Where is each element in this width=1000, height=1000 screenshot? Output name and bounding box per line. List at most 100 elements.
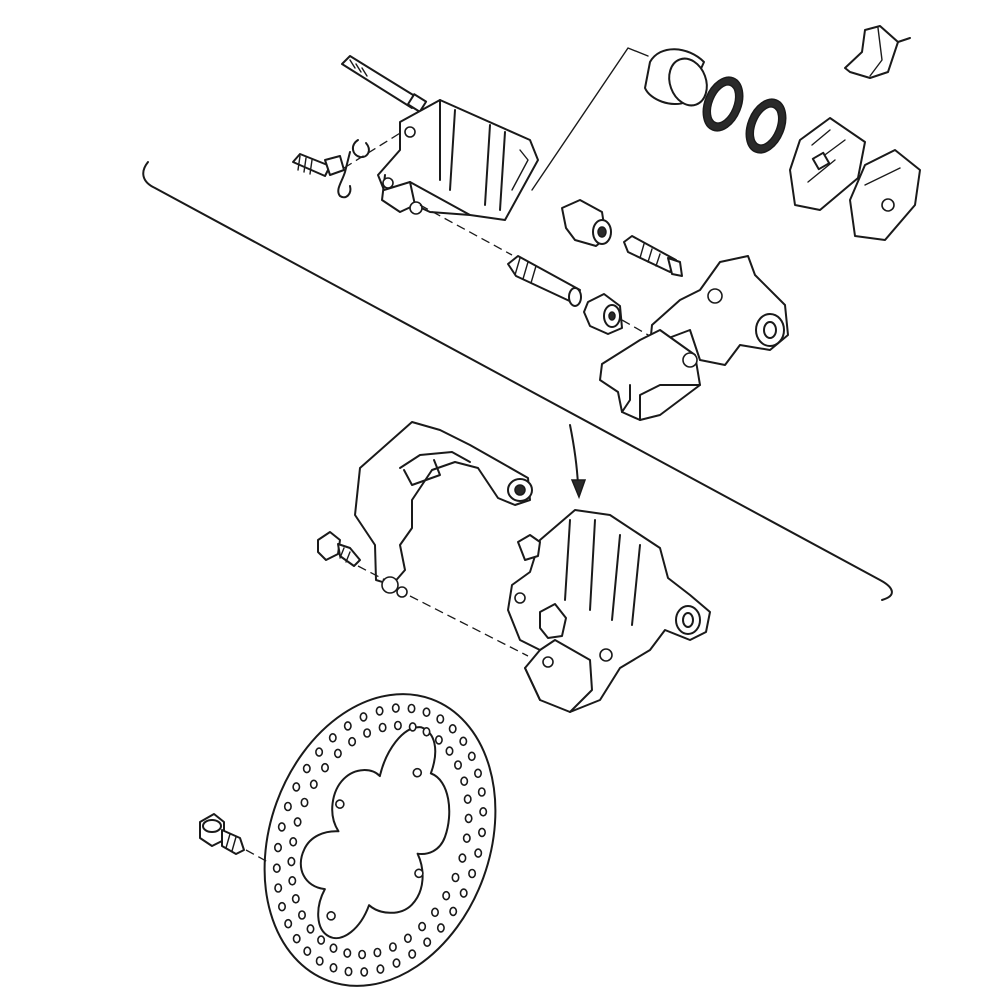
disc-cooling-hole (453, 760, 462, 770)
disc-cooling-hole (459, 736, 468, 747)
disc-cooling-hole (328, 732, 337, 743)
disc-cooling-hole (458, 853, 467, 863)
disc-cooling-hole (468, 868, 477, 879)
disc-cooling-hole (422, 707, 431, 718)
disc-cooling-hole (479, 806, 488, 817)
disc-cooling-hole (418, 921, 427, 932)
disc-cooling-hole (289, 836, 298, 847)
disc-cooling-hole (292, 782, 301, 792)
disc-cooling-hole (462, 833, 471, 844)
bleed-valve-cap (337, 139, 370, 199)
bleed-valve (292, 153, 345, 177)
disc-cooling-hole (277, 901, 286, 912)
disc-cooling-hole (393, 720, 402, 731)
disc-cooling-hole (408, 722, 417, 732)
disc-cooling-hole (343, 721, 352, 731)
slide-pin-boot-upper (561, 199, 612, 247)
disc-cooling-hole (467, 751, 476, 762)
caliper-bracket-upper (599, 255, 789, 421)
disc-cooling-hole (388, 942, 397, 952)
disc-cooling-hole (436, 923, 445, 933)
pad-spring (844, 25, 911, 79)
disc-cooling-hole (287, 856, 296, 867)
slide-pin-bolt-upper (623, 235, 683, 277)
disc-cooling-hole (434, 735, 443, 745)
disc-cooling-hole (300, 797, 309, 808)
disc-cooling-hole (315, 747, 324, 757)
disc-cooling-hole (315, 956, 324, 966)
disc-cooling-hole (391, 703, 400, 713)
disc-cooling-hole (360, 967, 369, 977)
disc-cooling-hole (376, 964, 385, 974)
disc-cooling-hole (422, 726, 431, 737)
disc-cooling-hole (464, 813, 473, 824)
slide-pin-boot-lower (583, 293, 623, 335)
disc-cooling-hole (343, 948, 352, 958)
disc-cooling-hole (344, 966, 353, 977)
disc-cooling-hole (288, 875, 297, 886)
disc-cooling-hole (348, 736, 357, 747)
brake-pad-outer (789, 117, 866, 211)
disc-cooling-hole (448, 723, 457, 734)
caliper-piston (644, 48, 708, 107)
disc-cooling-hole (333, 748, 342, 759)
disc-cooling-hole (463, 794, 472, 805)
pin-alignment-line-a (419, 204, 513, 256)
bracket-mounting-bolt (317, 531, 361, 567)
disc-cooling-hole (445, 746, 454, 756)
disc-cooling-hole (407, 703, 416, 714)
disc-cooling-hole (477, 827, 486, 838)
disc-bolt-alignment-line (245, 849, 269, 863)
disc-cooling-hole (317, 935, 326, 945)
brake-pad-inner (849, 149, 921, 241)
disc-cooling-hole (329, 943, 338, 954)
disc-cooling-hole (284, 918, 293, 929)
assembly-arrow-icon (569, 424, 587, 500)
assembly-boundary-line (142, 161, 893, 601)
disc-cooling-hole (449, 906, 458, 917)
disc-cooling-hole (392, 958, 401, 968)
disc-cooling-hole (303, 946, 312, 957)
disc-cooling-hole (408, 949, 417, 959)
disc-cooling-hole (291, 893, 300, 904)
disc-cooling-hole (302, 763, 311, 774)
disc-cooling-hole (436, 714, 445, 724)
disc-cooling-hole (442, 890, 451, 901)
disc-cooling-hole (292, 933, 301, 944)
disc-cooling-hole (451, 872, 460, 883)
disc-cooling-hole (358, 949, 367, 960)
disc-mounting-bolt (199, 813, 245, 855)
disc-cooling-hole (363, 728, 372, 738)
disc-cooling-hole (329, 962, 338, 973)
valve-alignment-line (343, 129, 406, 169)
disc-cooling-hole (473, 768, 482, 779)
disc-cooling-hole (283, 801, 292, 812)
brake-disc-cooling-holes (272, 703, 488, 977)
disc-cooling-hole (293, 817, 302, 827)
disc-cooling-hole (430, 907, 439, 918)
dust-seal (745, 98, 787, 154)
disc-cooling-hole (309, 779, 318, 790)
bracket-alignment-line (409, 595, 529, 657)
disc-cooling-hole (460, 776, 469, 787)
disc-cooling-hole (274, 883, 283, 893)
disc-cooling-hole (373, 947, 382, 958)
disc-cooling-hole (272, 863, 281, 874)
disc-cooling-hole (297, 910, 306, 920)
pad-pin-bolt (341, 55, 428, 113)
bolt-alignment-line (357, 565, 386, 581)
piston-leader-line (531, 47, 649, 191)
disc-cooling-hole (403, 933, 412, 944)
disc-cooling-hole (359, 712, 368, 722)
slide-pin-lower (507, 255, 582, 307)
disc-cooling-hole (459, 888, 468, 898)
caliper-mounting-bracket (354, 421, 533, 598)
disc-cooling-hole (477, 787, 486, 797)
disc-cooling-hole (306, 924, 315, 934)
disc-cooling-hole (423, 937, 432, 948)
disc-cooling-hole (277, 822, 286, 832)
piston-seal (702, 76, 744, 132)
caliper-body-upper (377, 99, 539, 221)
disc-cooling-hole (273, 842, 282, 853)
